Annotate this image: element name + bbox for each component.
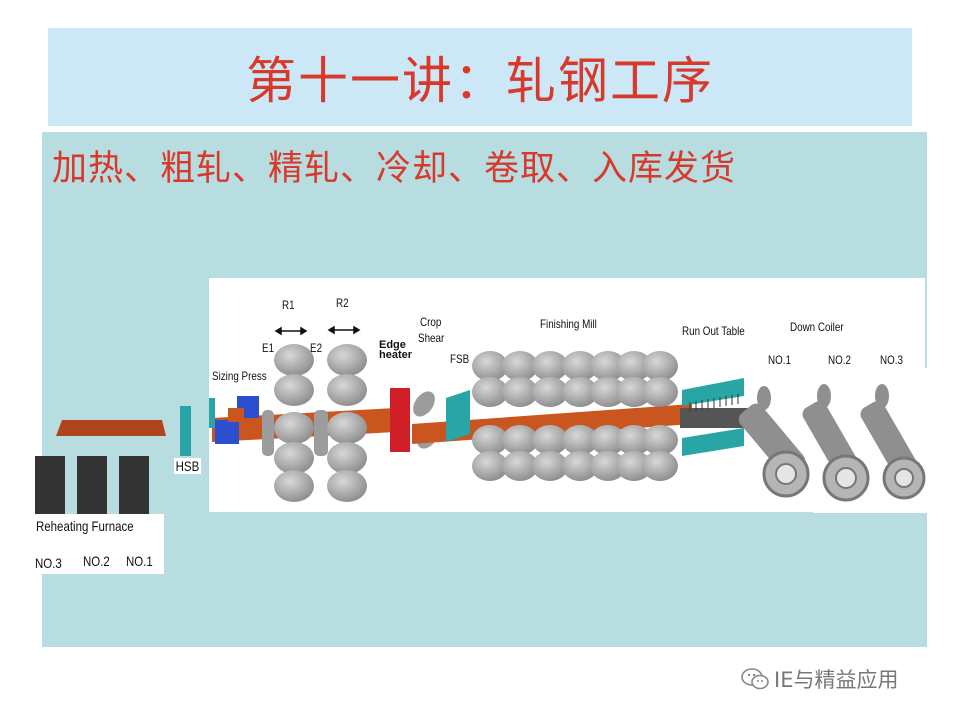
label-coiler-no3: NO.3 xyxy=(880,353,903,367)
label-hsb: HSB xyxy=(174,458,201,474)
footer-text: IE与精益应用 xyxy=(774,668,899,692)
finishing-mill-stands xyxy=(472,351,678,481)
furnace-no1 xyxy=(119,456,149,514)
label-coiler-no1: NO.1 xyxy=(768,353,791,367)
label-coiler-no2: NO.2 xyxy=(828,353,851,367)
coiler-no1 xyxy=(738,386,810,498)
page-title: 第十一讲：轧钢工序 xyxy=(246,52,714,110)
label-e2: E2 xyxy=(310,341,323,355)
footer-watermark: IE与精益应用 xyxy=(740,664,898,694)
label-fsb: FSB xyxy=(450,352,470,366)
furnace-slab xyxy=(56,420,166,436)
edge-heater xyxy=(390,388,410,452)
process-steps-subtitle: 加热、粗轧、精轧、冷却、卷取、入库发货 xyxy=(52,149,737,189)
label-shear: Shear xyxy=(418,331,445,345)
furnace-label-box xyxy=(30,514,164,574)
wechat-icon xyxy=(741,668,769,690)
label-r2: R2 xyxy=(336,296,349,310)
r1-arrow xyxy=(274,326,308,336)
label-edge-heater: Edge heater xyxy=(379,339,413,361)
r2-arrow xyxy=(327,325,361,335)
reheating-furnace xyxy=(35,420,166,514)
label-furnace-no1: NO.1 xyxy=(126,553,153,569)
fsb-box xyxy=(446,390,470,442)
label-reheating-furnace: Reheating Furnace xyxy=(36,518,134,534)
label-r1: R1 xyxy=(282,298,295,312)
coiler-no3 xyxy=(860,384,926,500)
label-e1: E1 xyxy=(262,341,275,355)
coiler-no2 xyxy=(802,384,870,502)
label-down-coiler: Down Coiler xyxy=(790,320,844,334)
label-furnace-no3: NO.3 xyxy=(35,555,62,571)
furnace-no3 xyxy=(35,456,65,514)
title-bar: 第十一讲：轧钢工序 xyxy=(48,28,912,126)
hsb-box xyxy=(180,406,191,456)
furnace-no2 xyxy=(77,456,107,514)
run-out-table xyxy=(682,378,744,456)
label-finishing-mill: Finishing Mill xyxy=(540,317,597,331)
label-run-out-table: Run Out Table xyxy=(682,324,745,338)
r2-stand xyxy=(316,344,367,502)
label-furnace-no2: NO.2 xyxy=(83,553,110,569)
label-sizing-press: Sizing Press xyxy=(212,369,267,383)
sizing-press xyxy=(209,396,259,444)
label-crop: Crop xyxy=(420,315,442,329)
